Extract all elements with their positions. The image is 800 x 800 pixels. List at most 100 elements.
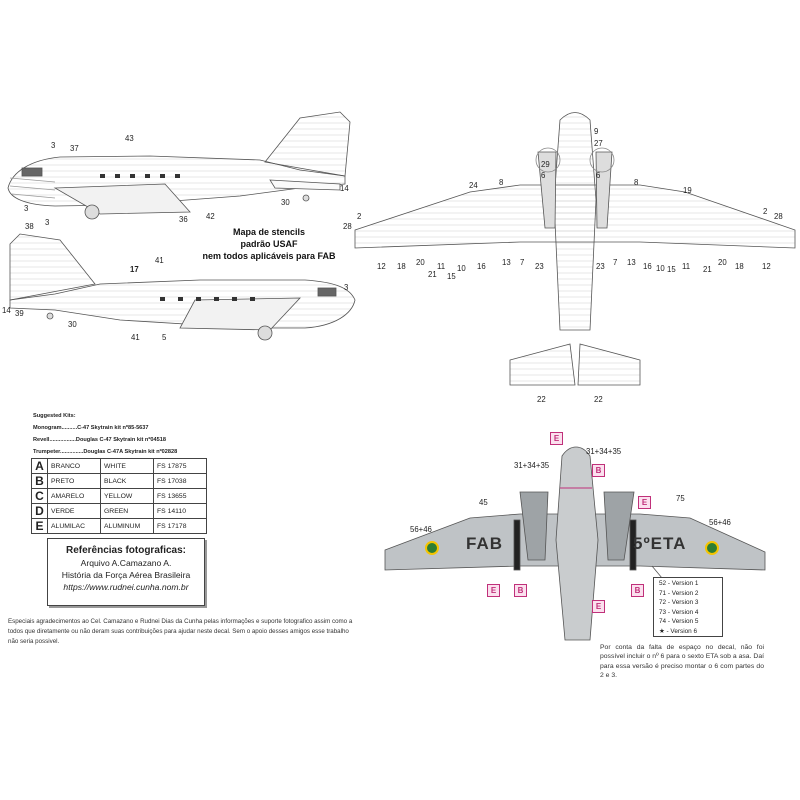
version-4: 73 - Version 4: [659, 608, 699, 616]
callout-label: 31+34+35: [586, 447, 622, 456]
callout-label: 21: [428, 270, 437, 279]
color-en: ALUMINUM: [100, 518, 154, 534]
callout-label: 3: [344, 283, 349, 292]
kit-trumpeter: Trumpeter...............Douglas C-47A Sk…: [33, 449, 178, 455]
color-pt: VERDE: [47, 503, 101, 519]
stencil-note-line1: Mapa de stencils: [232, 227, 306, 237]
color-en: WHITE: [100, 458, 154, 474]
color-key: E: [31, 518, 48, 534]
color-key: D: [31, 503, 48, 519]
callout-label: 28: [774, 212, 783, 221]
stencil-note-line3: nem todos aplicáveis para FAB: [202, 251, 336, 261]
callout-label: 18: [397, 262, 406, 271]
color-tag-b: B: [631, 584, 644, 597]
version-6: ★ - Version 6: [659, 627, 720, 637]
callout-label: 15: [447, 272, 456, 281]
refs-line2: História da Força Aérea Brasileira: [61, 570, 191, 580]
color-key: C: [31, 488, 48, 504]
callout-label: 56+46: [709, 518, 731, 527]
callout-label: 16: [477, 262, 486, 271]
callout-label: 11: [682, 262, 691, 271]
photo-references-box: Referências fotograficas: Arquivo A.Cama…: [47, 538, 205, 606]
callout-label: 14: [2, 306, 11, 315]
callout-label: 12: [762, 262, 771, 271]
callout-label: 45: [479, 498, 488, 507]
version-6-label: - Version 6: [666, 627, 698, 635]
callout-label: 20: [416, 258, 425, 267]
decal-space-note: Por conta da falta de espaço no decal, n…: [600, 644, 764, 680]
callout-label: 36: [179, 215, 188, 224]
callout-label: 9: [594, 127, 599, 136]
callout-label: 6: [541, 171, 546, 180]
callout-label: 24: [469, 181, 478, 190]
callout-label: 30: [281, 198, 290, 207]
callout-label: 39: [15, 309, 24, 318]
callout-label: 56+46: [410, 525, 432, 534]
callout-label: 10: [457, 264, 466, 273]
color-pt: PRETO: [47, 473, 101, 489]
callout-label: 20: [718, 258, 727, 267]
version-2: 71 - Version 2: [659, 589, 699, 597]
callout-label: 38: [25, 222, 34, 231]
callout-label: 2: [763, 207, 768, 216]
color-en: BLACK: [100, 473, 154, 489]
color-pt: BRANCO: [47, 458, 101, 474]
color-tag-b: B: [592, 464, 605, 477]
callout-label: 7: [613, 258, 618, 267]
color-tag-e: E: [487, 584, 500, 597]
fab-marking: FAB: [466, 534, 503, 553]
color-pt: ALUMILAC: [47, 518, 101, 534]
callout-label: 31+34+35: [514, 461, 550, 470]
callout-label: 17: [130, 265, 139, 274]
callout-label: 23: [596, 262, 605, 271]
callout-label: 18: [735, 262, 744, 271]
callout-label: 23: [535, 262, 544, 271]
color-tag-e: E: [638, 496, 651, 509]
refs-url: https://www.rudnei.cunha.nom.br: [63, 582, 189, 592]
stencil-note-line2: padrão USAF: [240, 239, 298, 249]
callout-label: 19: [683, 186, 692, 195]
callout-label: 22: [537, 395, 546, 404]
callout-label: 30: [68, 320, 77, 329]
callout-label: 8: [634, 178, 639, 187]
callout-label: 6: [596, 171, 601, 180]
color-fs: FS 17038: [153, 473, 207, 489]
callout-label: 15: [667, 265, 676, 274]
color-fs: FS 14110: [153, 503, 207, 519]
callout-label: 27: [594, 139, 603, 148]
callout-label: 8: [499, 178, 504, 187]
callout-label: 12: [377, 262, 386, 271]
version-3: 72 - Version 3: [659, 599, 699, 607]
versions-legend: 52 - Version 1 71 - Version 2 72 - Versi…: [653, 577, 723, 637]
callout-label: 2: [357, 212, 362, 221]
callout-label: 7: [520, 258, 525, 267]
callout-label: 10: [656, 264, 665, 273]
stencil-map-note: Mapa de stencils padrão USAF nem todos a…: [184, 226, 354, 262]
color-key: A: [31, 458, 48, 474]
color-en: GREEN: [100, 503, 154, 519]
callout-label: 14: [340, 184, 349, 193]
callout-label: 16: [643, 262, 652, 271]
callout-label: 75: [676, 494, 685, 503]
side-view-right: [9, 233, 356, 341]
callout-label: 22: [594, 395, 603, 404]
color-fs: FS 13655: [153, 488, 207, 504]
callout-label: 11: [437, 262, 446, 271]
color-pt: AMARELO: [47, 488, 101, 504]
callout-label: 3: [45, 218, 50, 227]
refs-title: Referências fotograficas:: [65, 545, 187, 556]
color-tag-e: E: [592, 600, 605, 613]
eta-marking: 5ºETA: [633, 534, 687, 553]
kit-monogram: Monogram..........C-47 Skytrain kit nº85…: [33, 425, 149, 431]
color-tag-b: B: [514, 584, 527, 597]
callout-label: 41: [155, 256, 164, 265]
kits-title: Suggested Kits:: [33, 413, 76, 419]
callout-label: 3: [24, 204, 29, 213]
